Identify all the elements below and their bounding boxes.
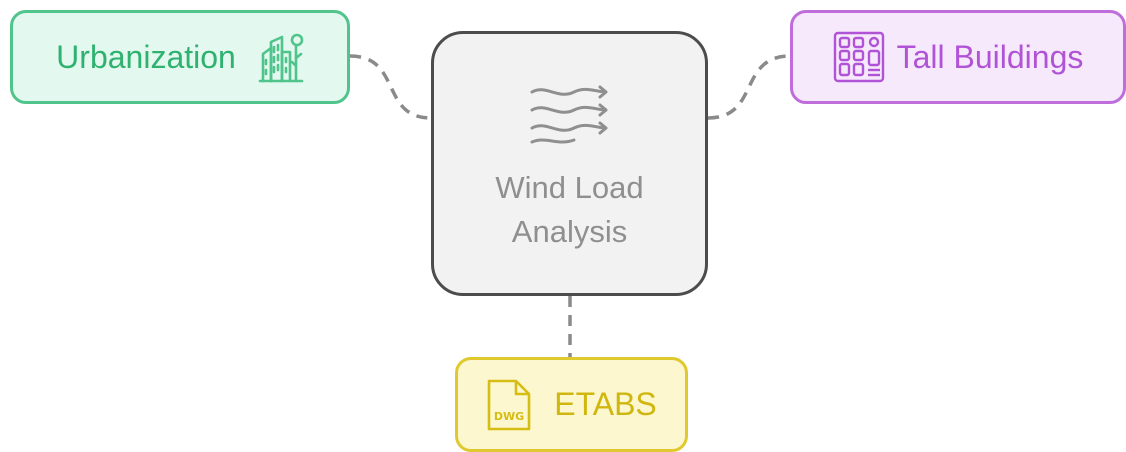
node-wind-load-analysis-label: Wind Load Analysis: [495, 170, 644, 249]
connector-tall-buildings: [707, 54, 791, 120]
city-buildings-icon: [258, 33, 304, 83]
node-wind-load-analysis: Wind Load Analysis: [431, 31, 708, 296]
node-urbanization-label: Urbanization: [56, 38, 236, 75]
node-tall-buildings-label: Tall Buildings: [896, 38, 1084, 75]
wind-icon: [530, 85, 607, 144]
node-etabs: DWG ETABS: [455, 357, 688, 452]
node-urbanization: Urbanization: [10, 10, 350, 104]
svg-text:DWG: DWG: [494, 410, 524, 423]
node-tall-buildings: Tall Buildings: [790, 10, 1126, 104]
dwg-file-icon: DWG: [487, 379, 531, 430]
node-etabs-label: ETABS: [554, 386, 657, 422]
connector-urbanization: [349, 54, 432, 120]
building-facade-icon: [833, 31, 884, 83]
